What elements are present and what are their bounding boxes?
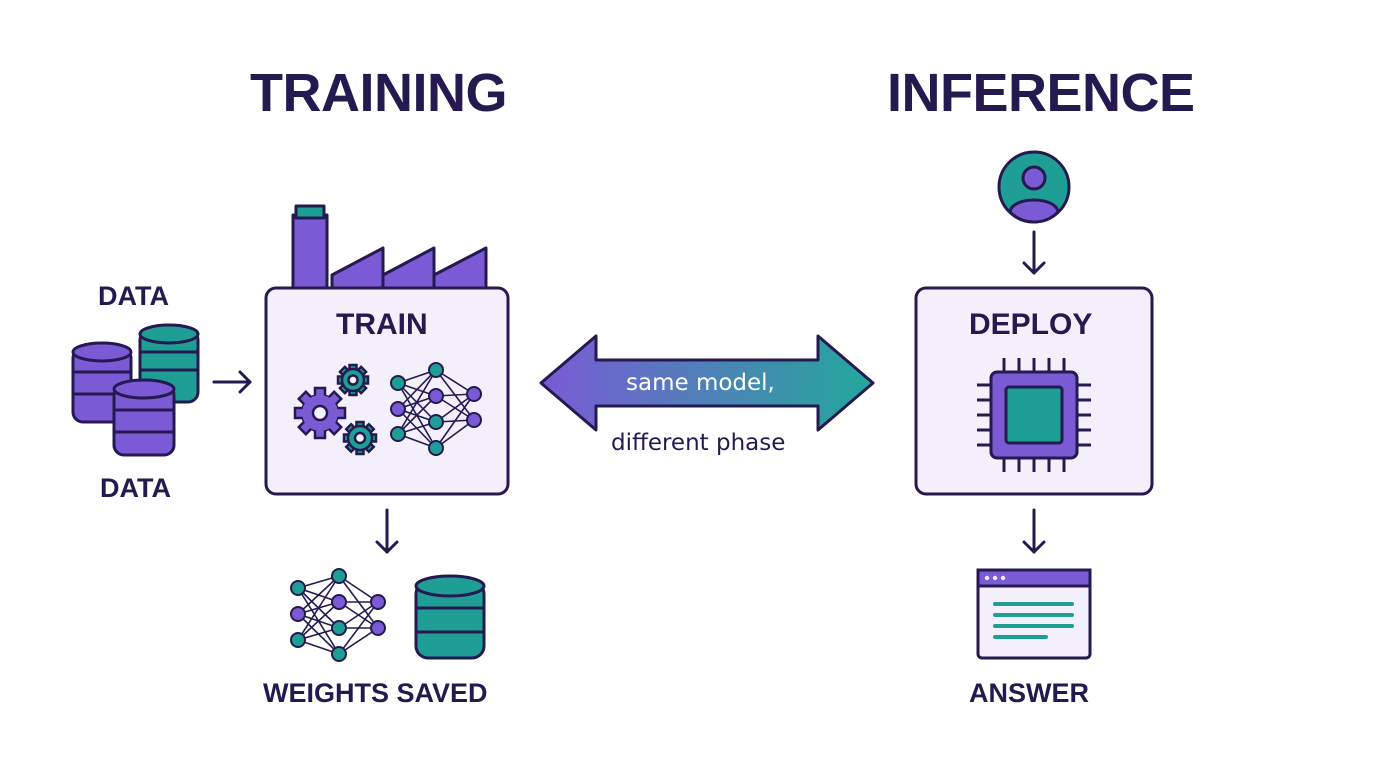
database-icon bbox=[71, 323, 200, 457]
user-icon bbox=[997, 150, 1071, 224]
deploy-box-label: DEPLOY bbox=[969, 308, 1093, 341]
gear-icon bbox=[293, 363, 378, 456]
arrow-to-weights bbox=[375, 508, 399, 554]
training-title: TRAINING bbox=[250, 63, 507, 123]
train-box-label: TRAIN bbox=[336, 308, 428, 341]
data-label-bottom: DATA bbox=[100, 473, 171, 503]
inference-title: INFERENCE bbox=[887, 63, 1195, 123]
weights-saved-label: WEIGHTS SAVED bbox=[263, 678, 488, 708]
arrow-to-train bbox=[212, 370, 252, 394]
arrow-to-deploy bbox=[1022, 230, 1046, 275]
connector-text-line1: same model, bbox=[626, 370, 775, 396]
browser-window-icon bbox=[976, 568, 1092, 660]
data-label-top: DATA bbox=[98, 281, 169, 311]
double-arrow-icon bbox=[539, 334, 875, 432]
answer-label: ANSWER bbox=[969, 678, 1089, 708]
train-box bbox=[264, 286, 510, 496]
chip-icon bbox=[977, 358, 1091, 472]
neural-network-icon bbox=[290, 568, 386, 662]
neural-network-icon bbox=[390, 362, 482, 456]
arrow-to-answer bbox=[1022, 508, 1046, 554]
factory-icon bbox=[291, 204, 488, 293]
database-icon bbox=[414, 574, 486, 660]
connector-text-line2: different phase bbox=[611, 430, 786, 456]
